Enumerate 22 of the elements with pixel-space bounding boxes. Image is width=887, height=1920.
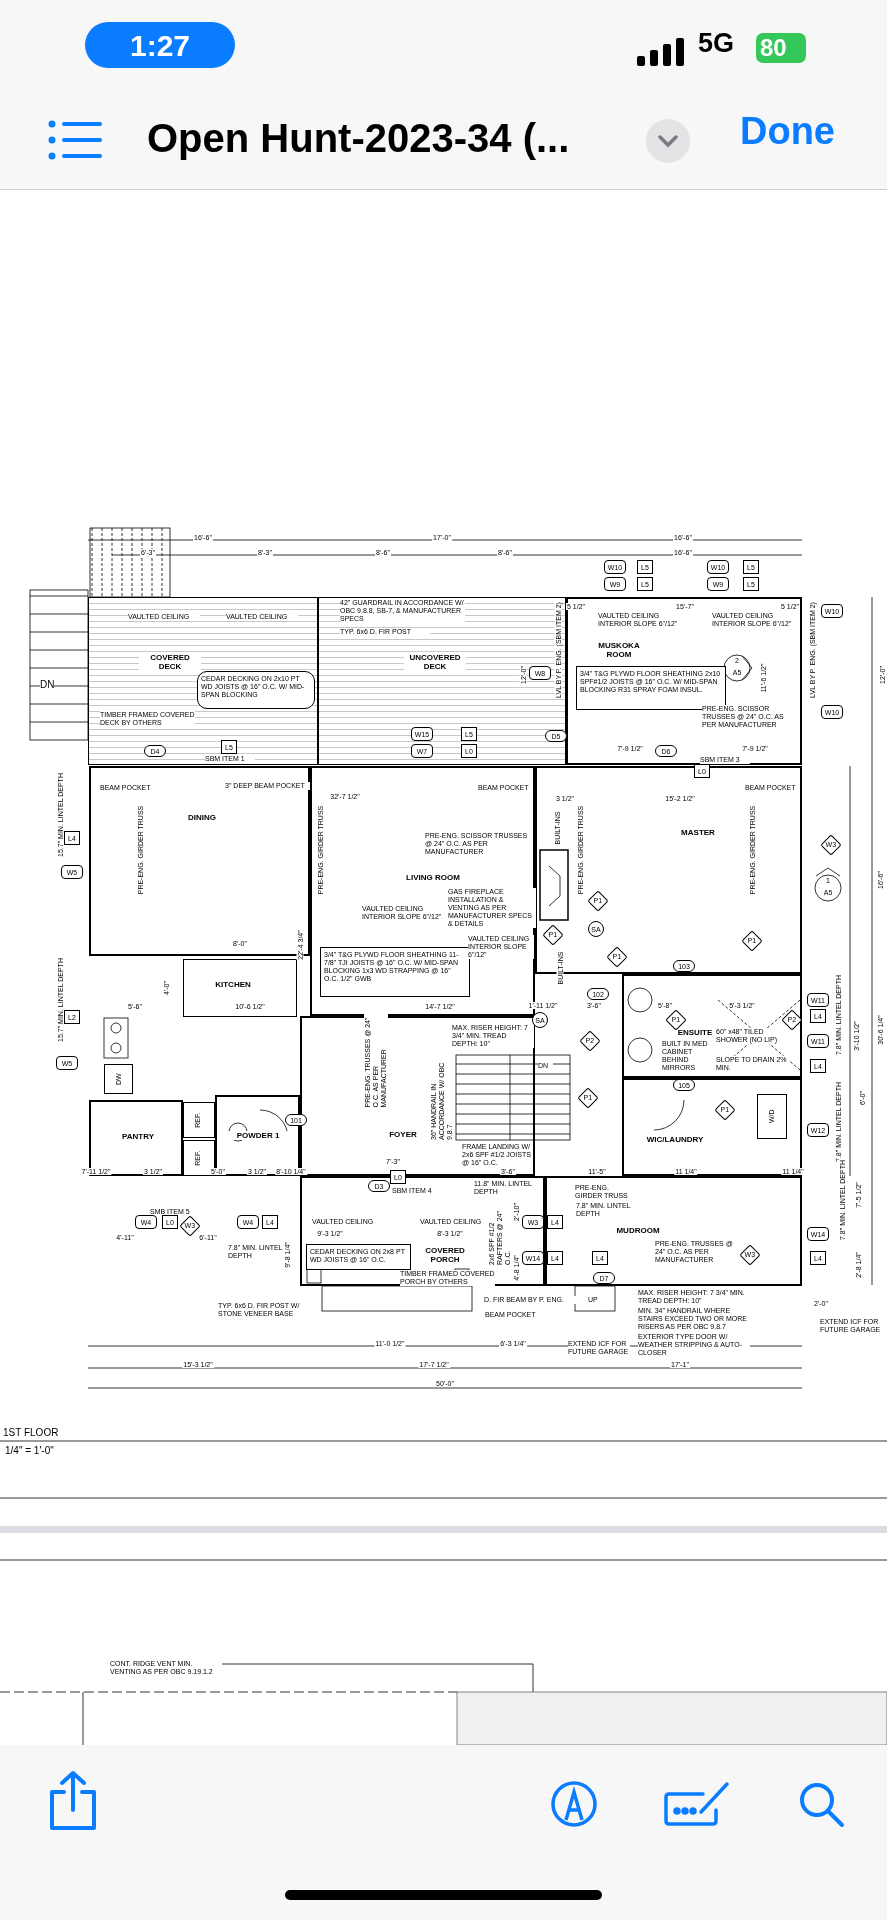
revision-cloud-note xyxy=(197,671,315,709)
room-name: UNCOVERED DECK xyxy=(404,653,466,671)
deck-area xyxy=(88,597,318,765)
drawing-title: 1/4" = 1'-0" xyxy=(5,1446,54,1456)
battery-indicator: 80 xyxy=(756,33,806,63)
appliance-box xyxy=(757,1094,787,1139)
time-pill: 1:27 xyxy=(85,22,235,68)
room-name: COVERED DECK xyxy=(139,653,201,671)
network-label: 5G xyxy=(698,30,735,57)
appliance-box xyxy=(104,1064,133,1094)
note-box xyxy=(320,947,470,997)
deck-area xyxy=(318,597,566,765)
stair-direction-text: DN xyxy=(40,680,55,690)
room-area xyxy=(545,1176,802,1286)
document-title: Open Hunt-2023-34 (... xyxy=(147,118,570,158)
room-name: POWDER 1 xyxy=(227,1131,289,1140)
drawing-title: 1ST FLOOR xyxy=(3,1428,59,1438)
note-box xyxy=(306,1244,411,1270)
appliance-box xyxy=(183,1102,215,1138)
done-link: Done xyxy=(740,112,835,150)
room-name: WIC/LAUNDRY xyxy=(644,1135,706,1144)
kitchen-island xyxy=(183,959,297,1017)
